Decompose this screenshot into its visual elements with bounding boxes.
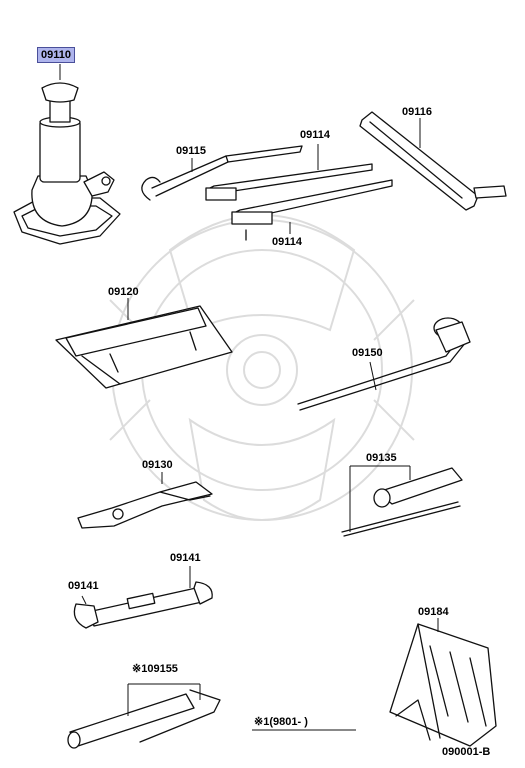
extension-bars [205,163,393,241]
part-label-spanner-right[interactable]: 09141 [170,552,201,564]
wrench-bar-illustration [359,111,507,211]
part-label-handle[interactable]: 09115 [176,145,206,157]
jack-illustration [13,82,121,245]
lug-wrench-illustration [297,317,471,411]
screwdriver-illustration [341,465,463,537]
part-label-lug-wrench[interactable]: 09150 [352,347,383,359]
part-label-screwdriver[interactable]: 09135 [366,452,397,464]
part-label-spanner-left[interactable]: 09141 [68,580,99,592]
part-label-tool-bag[interactable]: 09120 [108,286,139,298]
part-label-pliers[interactable]: 09130 [142,459,173,471]
footnote: ※1(9801- ) [254,716,308,728]
diagram-code: 090001-B [442,746,491,758]
spanner-illustration [73,581,213,629]
part-label-chock[interactable]: 09184 [418,606,449,618]
part-label-wrench-bar[interactable]: 09116 [402,106,432,118]
socket-set-illustration [67,683,221,749]
tool-bag-illustration [55,305,233,389]
part-label-socket-set[interactable]: ※109155 [132,663,178,675]
part-label-jack[interactable]: 09110 [37,47,75,63]
wheel-chock-illustration [389,623,497,747]
handle-illustration [141,145,303,201]
part-label-extension-bottom[interactable]: 09114 [272,236,302,248]
part-label-extension-top[interactable]: 09114 [300,129,330,141]
pliers-illustration [77,481,213,529]
